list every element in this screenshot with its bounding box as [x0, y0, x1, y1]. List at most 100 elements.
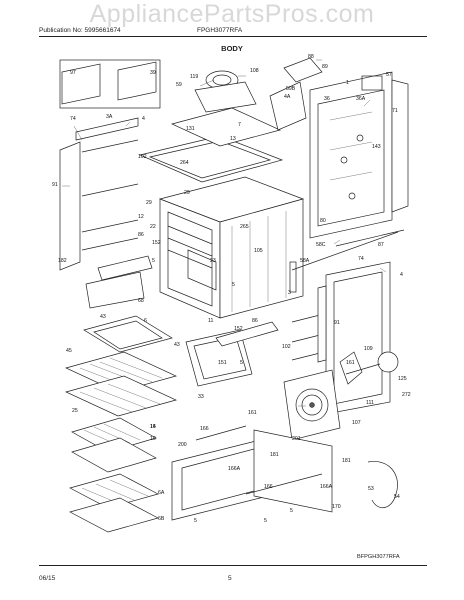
- callout-131: 131: [186, 126, 195, 132]
- callout-152: 152: [234, 326, 243, 332]
- callout-58C: 58C: [316, 242, 326, 248]
- callout-97: 97: [70, 70, 76, 76]
- section-title: BODY: [221, 44, 243, 53]
- callout-166: 166: [264, 484, 273, 490]
- right-side-panel: [325, 261, 391, 415]
- callout-29: 29: [184, 190, 190, 196]
- callout-13: 13: [230, 136, 236, 142]
- callout-170: 170: [332, 504, 341, 510]
- model-number: FPGH3077RFA: [197, 27, 243, 34]
- oven-cavity: [158, 176, 305, 319]
- callout-25: 25: [72, 408, 78, 414]
- callout-86: 86: [252, 318, 258, 324]
- callout-12: 12: [138, 214, 144, 220]
- publication-number: Publication No: 5995661674: [39, 27, 121, 34]
- oven-rack-upper: [83, 315, 173, 353]
- control-switch-block: [283, 57, 323, 83]
- callout-264: 264: [180, 160, 189, 166]
- callout-33: 33: [198, 394, 204, 400]
- callout-119: 119: [190, 74, 198, 80]
- callout-181: 181: [342, 458, 351, 464]
- callout-57: 57: [386, 72, 392, 78]
- watermark-text: AppliancePartsPros.com: [89, 0, 375, 28]
- callout-166: 166: [200, 426, 209, 432]
- oven-rack-bottom: [69, 473, 159, 533]
- callout-71: 71: [392, 108, 398, 114]
- callout-87: 87: [378, 242, 384, 248]
- warmer-drawer-frame: [171, 425, 333, 521]
- callout-201: 201: [292, 436, 301, 442]
- callout-22: 22: [150, 224, 156, 230]
- callout-74: 74: [70, 116, 76, 122]
- callout-43: 43: [174, 342, 180, 348]
- callout-166A: 166A: [320, 484, 333, 490]
- callout-161: 161: [346, 360, 355, 366]
- callout-4: 4: [142, 116, 145, 122]
- callout-151: 151: [218, 360, 227, 366]
- callout-265: 265: [240, 224, 249, 230]
- left-side-panel: [59, 117, 139, 271]
- rear-panel: [309, 71, 393, 239]
- callout-86: 86: [138, 232, 144, 238]
- oven-rack-lower: [64, 375, 178, 417]
- vent-duct: [269, 81, 307, 131]
- top-cover-plate: [138, 135, 284, 183]
- broiler-pan: [71, 417, 157, 473]
- callout-74: 74: [358, 256, 364, 262]
- callout-6: 6: [144, 318, 147, 324]
- callout-15: 15: [150, 424, 156, 430]
- callout-89: 89: [322, 64, 328, 70]
- callout-200: 200: [178, 442, 187, 448]
- footer-page: 5: [228, 575, 232, 582]
- footer-date: 06/15: [39, 575, 56, 582]
- callout-54: 54: [394, 494, 400, 500]
- side-trim-rails: [291, 285, 327, 363]
- callout-182: 182: [58, 258, 67, 264]
- callout-125: 125: [398, 376, 407, 382]
- callout-88: 88: [308, 54, 314, 60]
- callout-53: 53: [368, 486, 374, 492]
- callout-58A: 58A: [300, 258, 310, 264]
- callout-4A: 4A: [284, 94, 291, 100]
- callout-10: 10: [150, 436, 156, 442]
- callout-36A: 36A: [356, 96, 366, 102]
- callout-5: 5: [194, 518, 197, 524]
- callout-5: 5: [152, 258, 155, 264]
- igniter-assembly: [117, 61, 157, 101]
- callout-91: 91: [334, 320, 340, 326]
- callout-11: 11: [208, 318, 213, 324]
- callout-181: 181: [270, 452, 279, 458]
- header-rule: [39, 36, 427, 37]
- callout-6A: 6A: [158, 490, 165, 496]
- wire-harness: [367, 461, 398, 508]
- callout-5: 5: [232, 282, 235, 288]
- callout-68: 68: [138, 298, 144, 304]
- callout-80: 80: [320, 218, 326, 224]
- callout-102: 102: [138, 154, 147, 160]
- callout-3A: 3A: [106, 114, 113, 120]
- callout-39: 39: [150, 70, 156, 76]
- callout-6B: 6B: [158, 516, 165, 522]
- callout-43: 43: [100, 314, 106, 320]
- callout-143: 143: [372, 144, 381, 150]
- callout-59B: 59B: [286, 86, 296, 92]
- callout-1: 1: [346, 80, 349, 86]
- callout-36: 36: [324, 96, 330, 102]
- callout-91: 91: [52, 182, 58, 188]
- callout-105: 105: [254, 248, 263, 254]
- callout-23: 23: [210, 258, 216, 264]
- blower-housing: [194, 81, 257, 113]
- callout-109: 109: [364, 346, 373, 352]
- callout-29: 29: [146, 200, 152, 206]
- insulation-blanket: [170, 107, 282, 147]
- callout-272: 272: [402, 392, 411, 398]
- convection-fan-assembly: [283, 351, 399, 441]
- callout-102: 102: [282, 344, 291, 350]
- side-vent-panel: [391, 79, 409, 213]
- callout-7: 7: [238, 122, 241, 128]
- callout-5: 5: [264, 518, 267, 524]
- callout-166A: 166A: [228, 466, 241, 472]
- callout-59: 59: [176, 82, 182, 88]
